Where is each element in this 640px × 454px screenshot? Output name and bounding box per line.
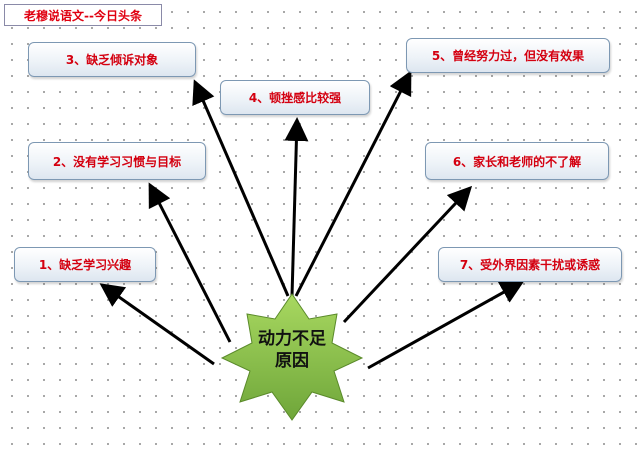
cause-box-3: 3、缺乏倾诉对象: [28, 42, 196, 77]
cause-box-4: 4、顿挫感比较强: [220, 80, 370, 115]
arrow-to-cause-3: [192, 79, 290, 297]
arrow-to-cause-2: [148, 182, 232, 343]
cause-box-5: 5、曾经努力过，但没有效果: [406, 38, 610, 73]
cause-box-7: 7、受外界因素干扰或诱惑: [438, 247, 622, 282]
center-label: 动力不足 原因: [250, 322, 334, 378]
center-label-line1: 动力不足: [258, 329, 326, 349]
arrow-to-cause-4: [284, 117, 309, 297]
arrow-to-cause-7: [367, 280, 525, 370]
cause-box-1: 1、缺乏学习兴趣: [14, 247, 156, 282]
cause-box-6: 6、家长和老师的不了解: [425, 142, 609, 180]
arrow-to-cause-6: [342, 185, 473, 324]
cause-box-2: 2、没有学习习惯与目标: [28, 142, 206, 180]
center-star: [220, 293, 364, 421]
page-title: 老穆说语文--今日头条: [4, 4, 162, 26]
arrow-to-cause-5: [294, 70, 412, 297]
center-label-line2: 原因: [275, 351, 309, 371]
arrow-to-cause-1: [99, 283, 215, 366]
